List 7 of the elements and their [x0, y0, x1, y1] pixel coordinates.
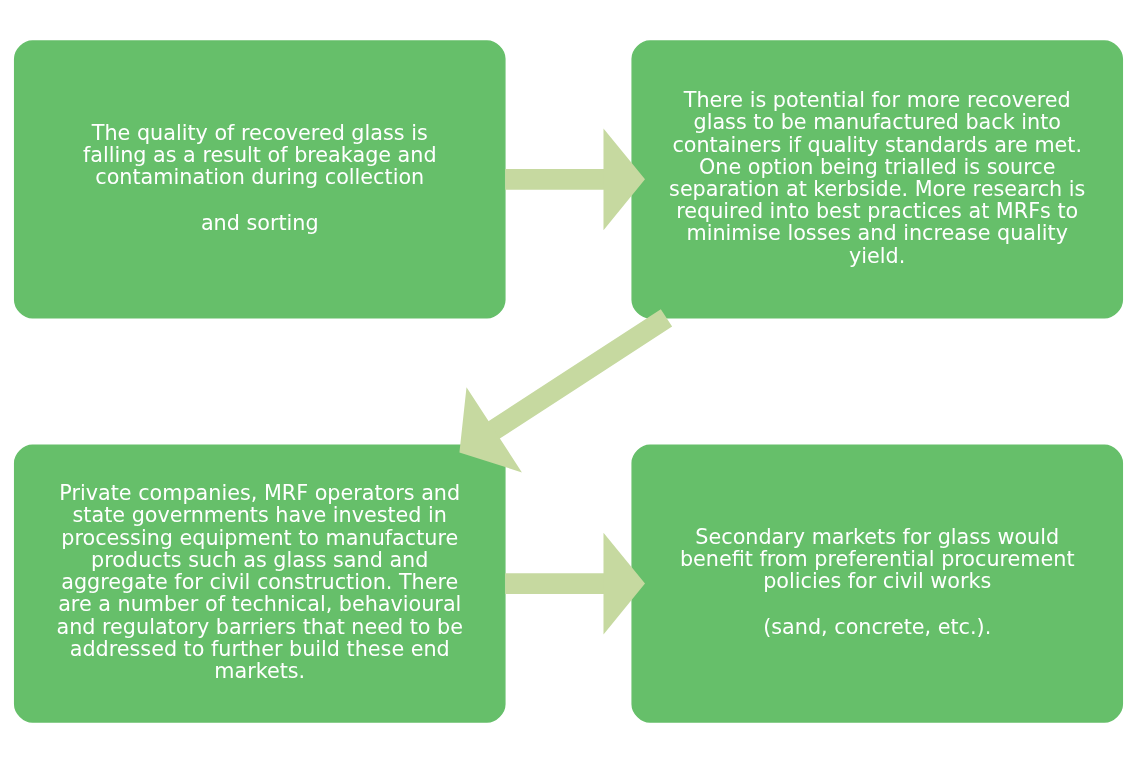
- node-box: Private companies, MRF operators and state governments have invested in processing equipment to manufacture products such as glass sand and aggregate for civil construction. There are a number of technical, behavioural and regulatory barriers that need to be addressed to further build these end markets.: [13, 443, 506, 723]
- node-box: Secondary markets for glass would benefit from preferential procurement policies for civil works (sand, concrete, etc.).: [631, 443, 1124, 723]
- arrow: [459, 308, 673, 472]
- node-box: The quality of recovered glass is falling as a result of breakage and contamination during collection and sorting: [13, 39, 506, 319]
- arrow: [505, 532, 645, 634]
- node-box: There is potential for more recovered glass to be manufactured back into containers if quality standards are met. One option being trialled is source separation at kerbside. More research is required into best practices at MRFs to minimise losses and increase quality yield.: [631, 39, 1124, 319]
- arrow: [505, 128, 645, 230]
